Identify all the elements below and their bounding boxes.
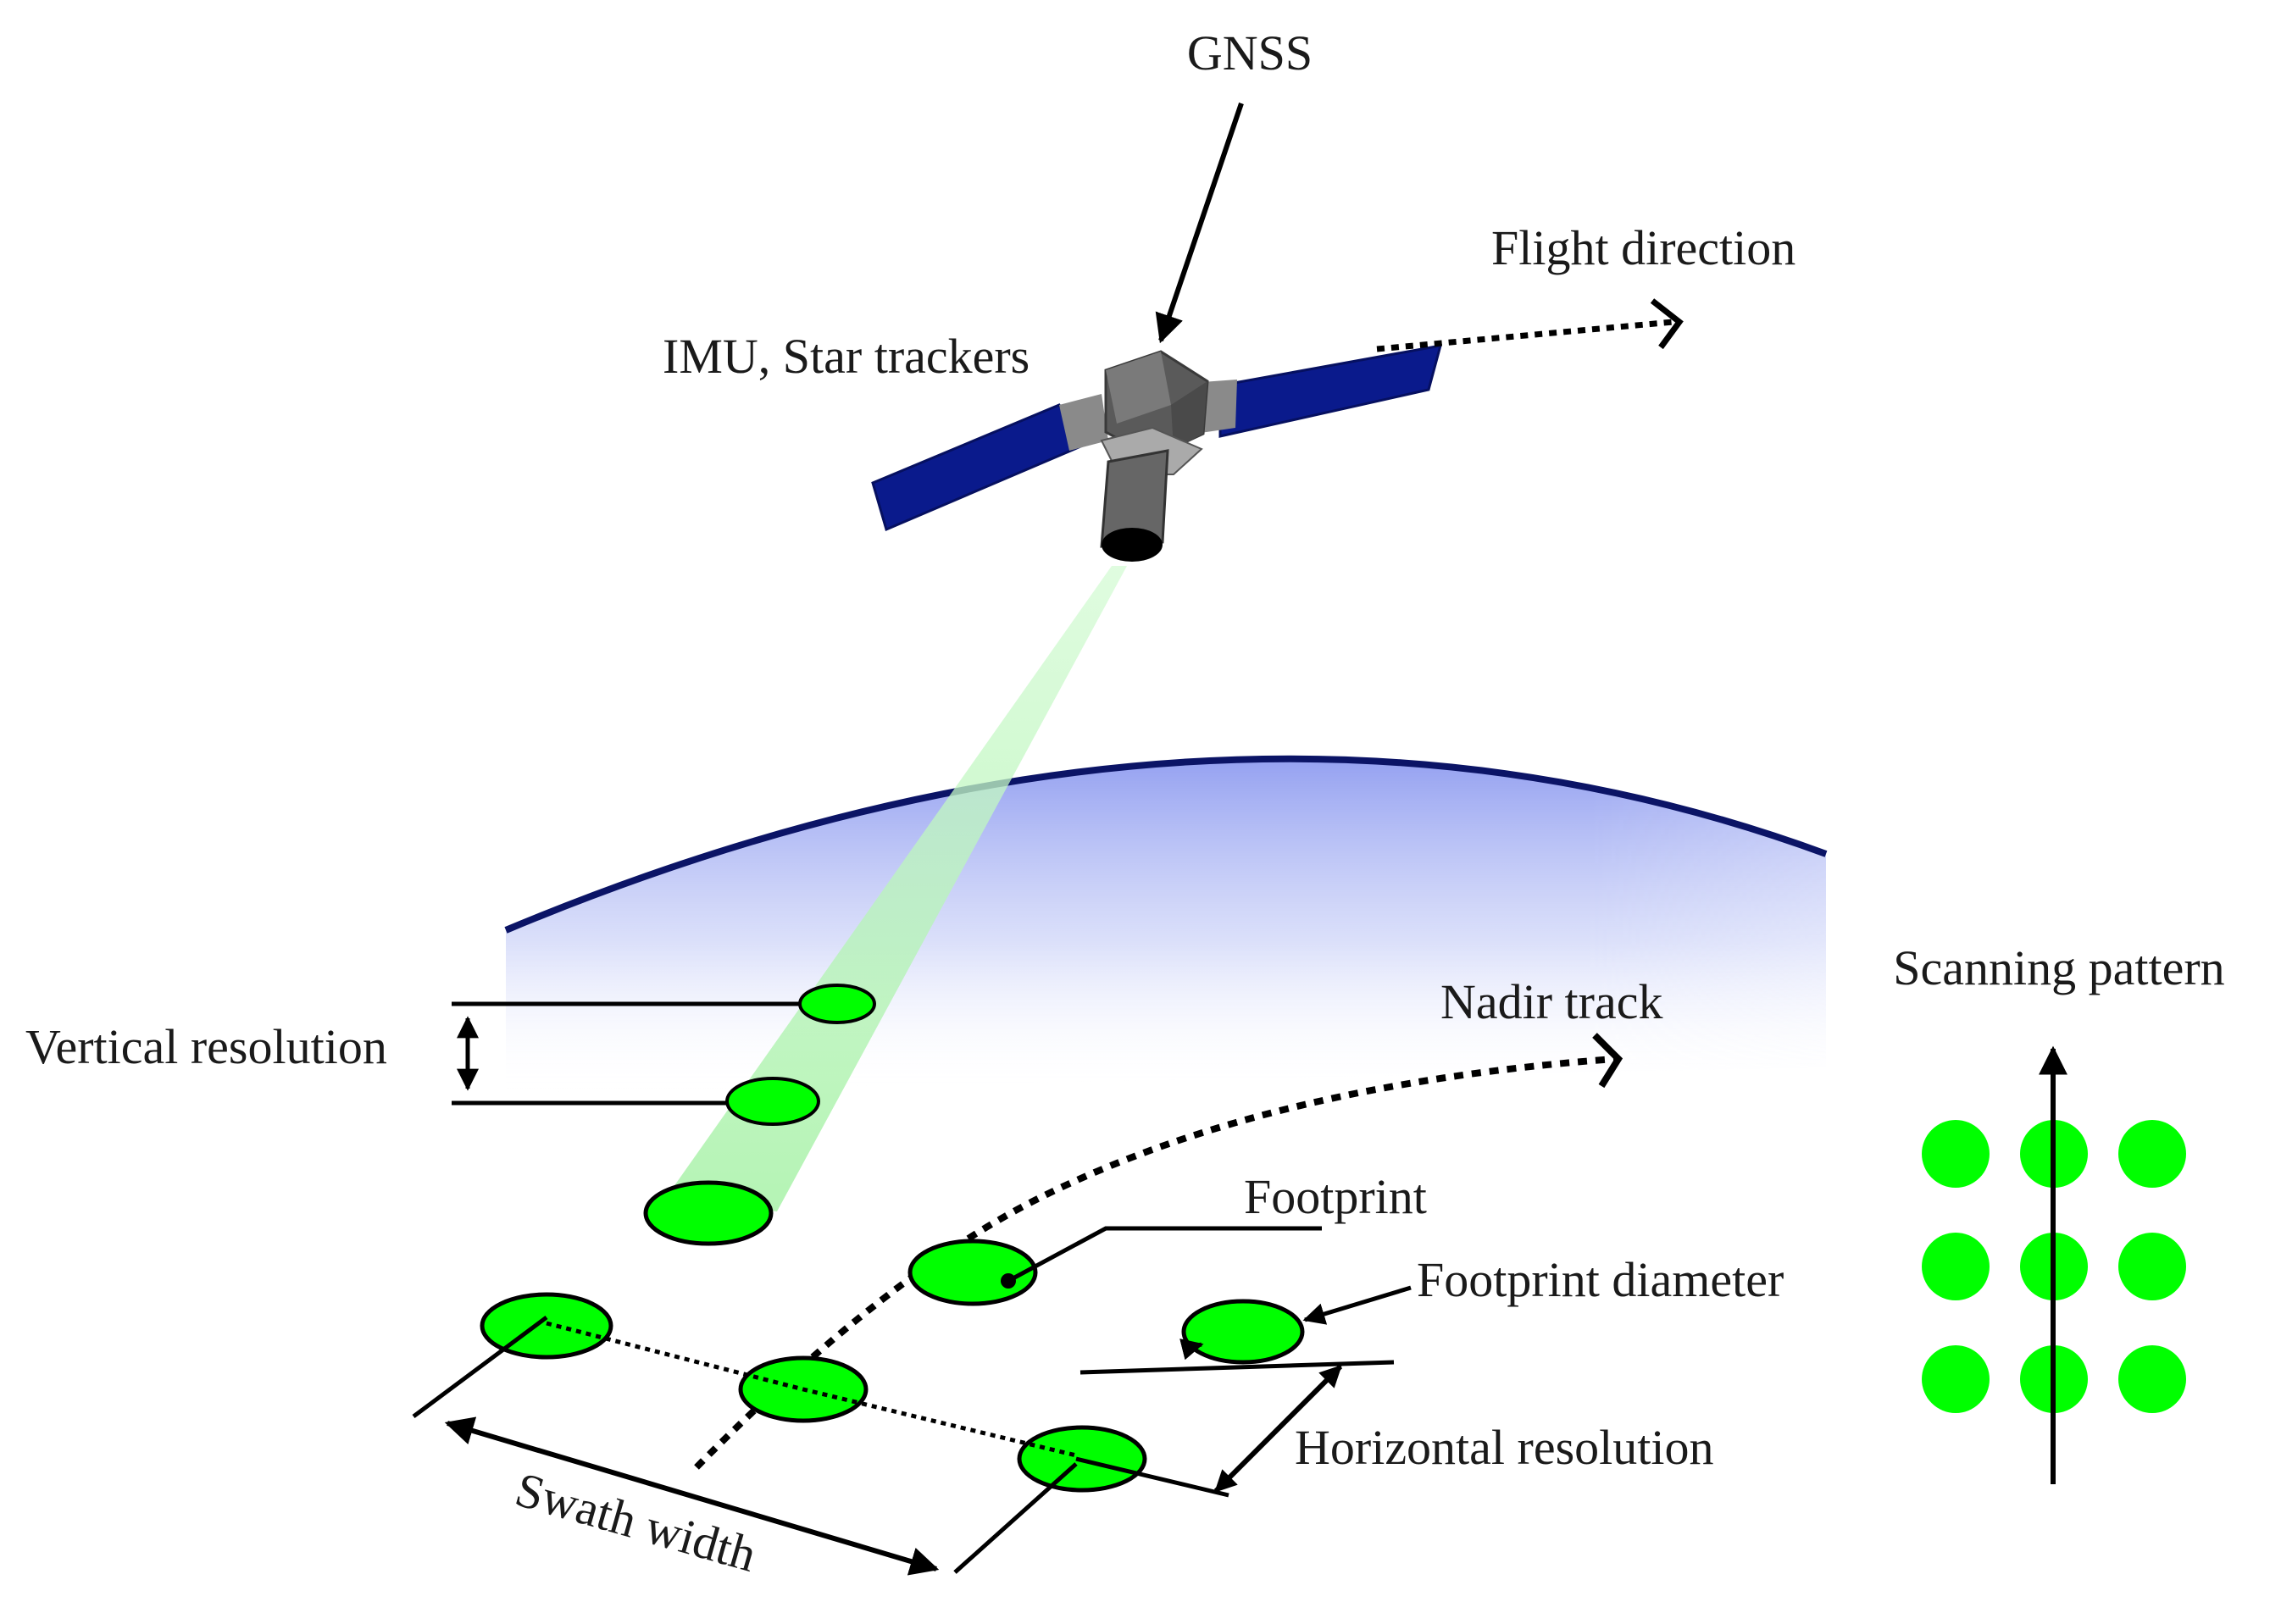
nadir-track: [694, 1056, 1615, 1470]
horizontal-resolution-arrow: [1213, 1364, 1343, 1494]
swath-boundaries: [412, 1315, 1229, 1574]
gnss-arrow: [1155, 103, 1244, 344]
scan-dot: [2118, 1120, 2186, 1188]
footprint-leader: [1007, 1226, 1322, 1283]
beam-footprints: [643, 984, 876, 1246]
scan-dot: [2118, 1233, 2186, 1300]
scan-dot: [1922, 1233, 1990, 1300]
vertical-resolution-label: Vertical resolution: [25, 1019, 387, 1074]
atmosphere-layer: [504, 755, 1828, 1093]
imu-star-trackers-label: IMU, Star trackers: [663, 329, 1030, 384]
scanning-pattern-label: Scanning pattern: [1893, 940, 2224, 995]
ground-footprints: [480, 1239, 1305, 1493]
scan-dot: [1922, 1345, 1990, 1413]
atmosphere-edge: [504, 755, 1828, 934]
footprint-label: Footprint: [1244, 1169, 1427, 1224]
cross-track-line: [546, 1321, 1077, 1458]
scanning-pattern-grid: [1922, 1120, 2186, 1413]
swath-width-arrow: [444, 1416, 940, 1576]
flight-direction-arrow: [1376, 319, 1674, 352]
solar-panel-left: [871, 403, 1087, 532]
horizontal-resolution-label: Horizontal resolution: [1295, 1420, 1714, 1475]
solar-panel-right: [1218, 344, 1443, 438]
laser-beam: [665, 566, 1127, 1211]
vertical-resolution-marker: [452, 1001, 800, 1106]
flight-direction-label: Flight direction: [1491, 220, 1795, 275]
scan-dot: [2118, 1345, 2186, 1413]
scan-dot: [1922, 1120, 1990, 1188]
nadir-track-label: Nadir track: [1440, 974, 1662, 1029]
satellite: [871, 344, 1443, 562]
footprint-diameter-label: Footprint diameter: [1417, 1252, 1784, 1307]
gnss-label: GNSS: [1187, 25, 1313, 80]
